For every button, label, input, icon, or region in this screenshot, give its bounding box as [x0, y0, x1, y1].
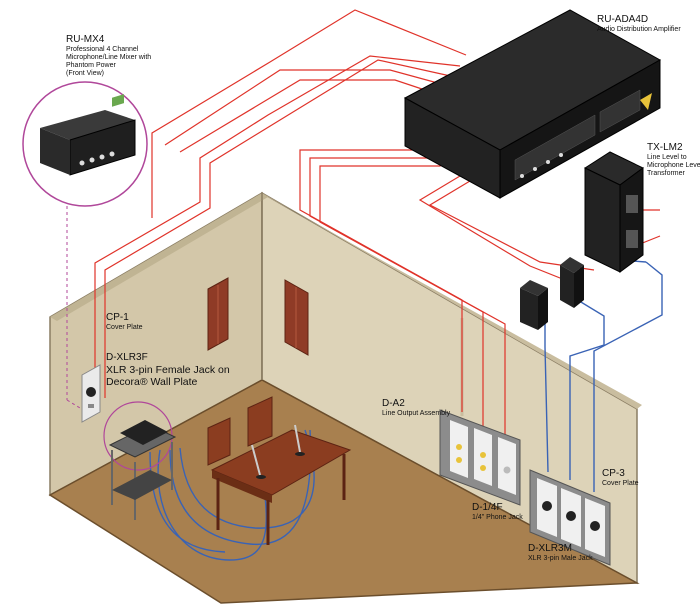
tx-lm2-front	[619, 167, 644, 273]
d-xlr3f-title: D-XLR3F	[106, 352, 148, 363]
d-1-4f-title: D-1/4F	[472, 502, 503, 513]
tx-lm2-device	[583, 151, 644, 273]
ru-mx4-desc-1: Professional 4 Channel	[66, 45, 139, 53]
ru-mx4-callout	[22, 81, 148, 207]
d-xlr3f-label: D-XLR3F XLR 3-pin Female Jack on Decora®…	[106, 352, 230, 388]
cp-3-title: CP-3	[602, 468, 625, 479]
d-xlr3m-title: D-XLR3M	[528, 543, 572, 554]
d-xlr3m-label: D-XLR3M XLR 3-pin Male Jack	[528, 543, 593, 563]
mixer-to-amp-cable	[151, 9, 467, 218]
ru-ada4d-title: RU-ADA4D	[597, 14, 649, 25]
ru-mx4-desc-2: Microphone/Line Mixer with	[66, 53, 152, 61]
ru-ada4d-desc: Audio Distribution Amplifier	[597, 25, 681, 33]
microphone-2	[294, 424, 301, 453]
ru-mx4-title: RU-MX4	[66, 34, 105, 45]
cp-3-label: CP-3 Cover Plate	[602, 468, 639, 488]
d-xlr3f-desc-2: Decora® Wall Plate	[106, 375, 198, 388]
mixer-cart	[103, 401, 177, 520]
cp-1-desc: Cover Plate	[106, 323, 143, 331]
conference-table	[207, 396, 352, 545]
junction-box-2	[560, 257, 584, 308]
d-a2-label: D-A2 Line Output Assembly	[382, 398, 450, 418]
back-wall-top-edge	[262, 193, 642, 409]
tx-lm2-desc-1: Line Level to	[647, 153, 687, 161]
ru-mx4-label: RU-MX4 Professional 4 Channel Microphone…	[66, 34, 151, 78]
ru-mx4-desc-3: Phantom Power	[66, 61, 116, 69]
d-a2-plate	[439, 409, 521, 506]
junction-box-1	[520, 280, 548, 330]
d-xlr3m-plate	[529, 469, 611, 566]
tx-lm2-desc-2: Microphone Level	[647, 161, 700, 169]
ru-ada4d-label: RU-ADA4D Audio Distribution Amplifier	[597, 14, 681, 34]
d-a2-title: D-A2	[382, 398, 405, 409]
d-1-4f-desc: 1/4" Phone Jack	[472, 513, 523, 521]
mic-cable-1	[169, 429, 312, 546]
ru-mx4-desc-4: (Front View)	[66, 69, 104, 77]
d-xlr3m-desc: XLR 3-pin Male Jack	[528, 554, 593, 562]
cp-1-label: CP-1 Cover Plate	[106, 312, 143, 332]
cp-1-title: CP-1	[106, 312, 129, 323]
tx-lm2-label: TX-LM2 Line Level to Microphone Level Tr…	[647, 142, 700, 178]
cp-3-desc: Cover Plate	[602, 479, 639, 487]
transformer-to-xlr-cable-1	[544, 316, 549, 473]
chair-1	[207, 417, 231, 466]
d-xlr3f-desc-1: XLR 3-pin Female Jack on	[106, 363, 230, 376]
chair-2	[247, 396, 273, 447]
microphone-1	[251, 444, 261, 476]
d-xlr3f-plate	[81, 364, 101, 423]
tx-lm2-title: TX-LM2	[647, 142, 683, 153]
tx-lm2-desc-3: Transformer	[647, 169, 685, 177]
ru-ada4d-device	[403, 9, 662, 199]
d-1-4f-label: D-1/4F 1/4" Phone Jack	[472, 502, 523, 522]
d-a2-desc: Line Output Assembly	[382, 409, 451, 417]
